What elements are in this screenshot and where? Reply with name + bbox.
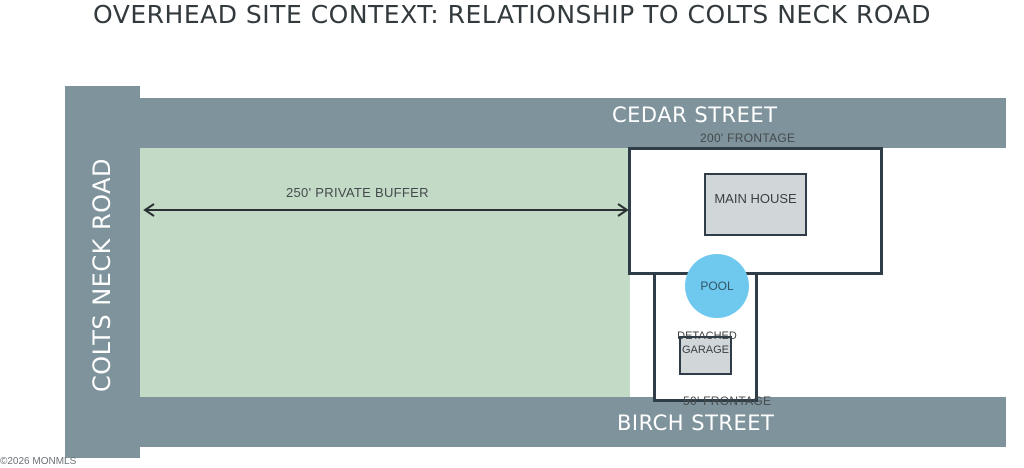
birch-frontage-label: 50' FRONTAGE (683, 394, 772, 408)
birch-street-label: BIRCH STREET (617, 411, 775, 435)
detached-garage (679, 336, 732, 375)
pool (685, 254, 749, 318)
diagram-title: OVERHEAD SITE CONTEXT: RELATIONSHIP TO C… (93, 0, 931, 29)
garage-label-line1: DETACHED (677, 330, 737, 342)
garage-label-line2: GARAGE (681, 344, 730, 356)
copyright-watermark: ©2026 MONMLS (0, 456, 77, 467)
main-house (704, 173, 807, 236)
buffer-label: 250' PRIVATE BUFFER (286, 185, 429, 200)
colts-neck-road-label: COLTS NECK ROAD (88, 157, 116, 393)
cedar-frontage-label: 200' FRONTAGE (700, 131, 796, 145)
private-buffer-area (140, 148, 630, 397)
cedar-street-road (128, 98, 1006, 148)
cedar-street-label: CEDAR STREET (612, 103, 778, 127)
buffer-dimension-arrow (143, 203, 629, 217)
main-house-label: MAIN HOUSE (714, 191, 797, 206)
pool-label: POOL (700, 279, 734, 293)
birch-street-road (128, 397, 1006, 447)
colts-neck-road (65, 86, 140, 458)
